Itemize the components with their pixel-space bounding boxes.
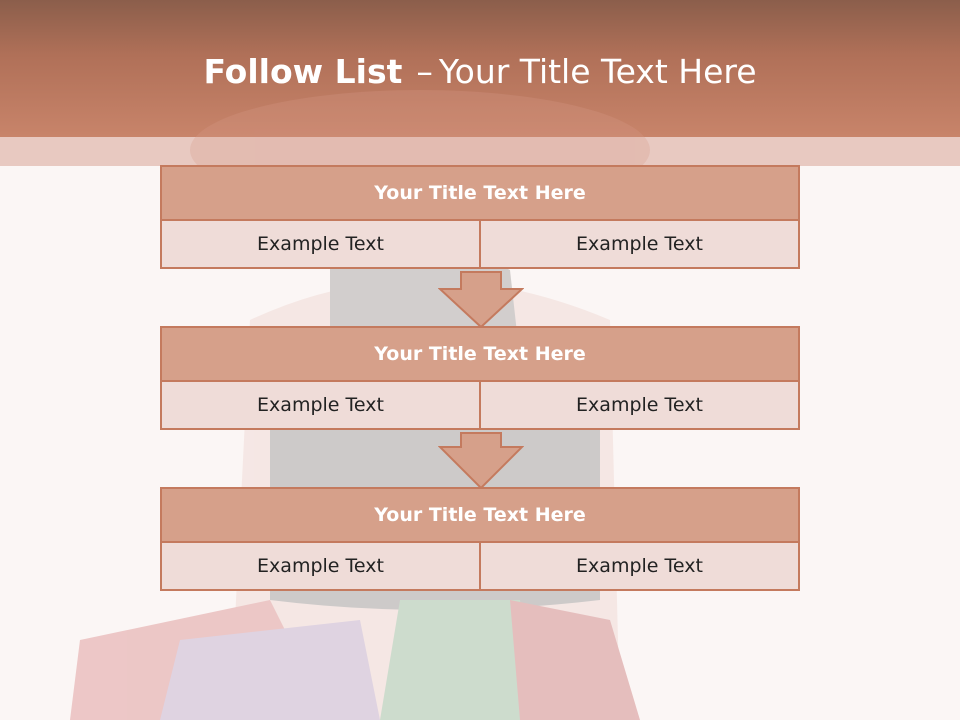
slide-title-bold: Follow List [203, 52, 403, 91]
slide-title: Follow List–Your Title Text Here [0, 52, 960, 91]
block-cell-right: Example Text [479, 380, 800, 430]
block-title: Your Title Text Here [160, 326, 800, 382]
title-bar [0, 0, 960, 137]
block-cell-left: Example Text [160, 219, 481, 269]
down-arrow-icon [438, 432, 524, 490]
block-cell-right: Example Text [479, 219, 800, 269]
down-arrow-icon [438, 271, 524, 329]
list-block-2: Your Title Text Here Example Text Exampl… [160, 326, 800, 430]
list-block-1: Your Title Text Here Example Text Exampl… [160, 165, 800, 269]
title-band [0, 137, 960, 166]
list-block-3: Your Title Text Here Example Text Exampl… [160, 487, 800, 591]
block-cell-right: Example Text [479, 541, 800, 591]
block-row: Example Text Example Text [160, 380, 800, 430]
block-row: Example Text Example Text [160, 541, 800, 591]
slide-title-rest: Your Title Text Here [438, 52, 757, 91]
slide-title-separator: – [416, 52, 433, 91]
block-cell-left: Example Text [160, 380, 481, 430]
block-row: Example Text Example Text [160, 219, 800, 269]
block-title: Your Title Text Here [160, 487, 800, 543]
block-title: Your Title Text Here [160, 165, 800, 221]
block-cell-left: Example Text [160, 541, 481, 591]
